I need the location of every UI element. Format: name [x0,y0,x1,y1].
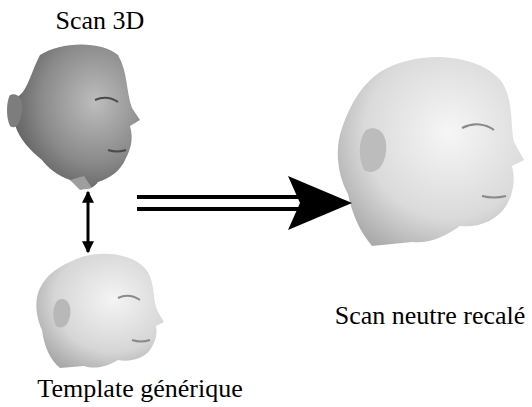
figure-caption: Scan neutre recalé [330,300,530,333]
figure-caption: Scan 3D [15,5,185,38]
template-head [36,254,164,368]
scan-face [7,44,140,190]
figure-caption: Template générique [0,373,280,406]
registered-head [338,57,524,246]
result-figure: Scan neutre recalé [330,50,530,332]
scan-figure: Scan 3D [15,5,185,190]
template-figure: Template générique [0,250,280,405]
double-arrow [87,192,90,252]
transform-arrow [137,176,352,230]
